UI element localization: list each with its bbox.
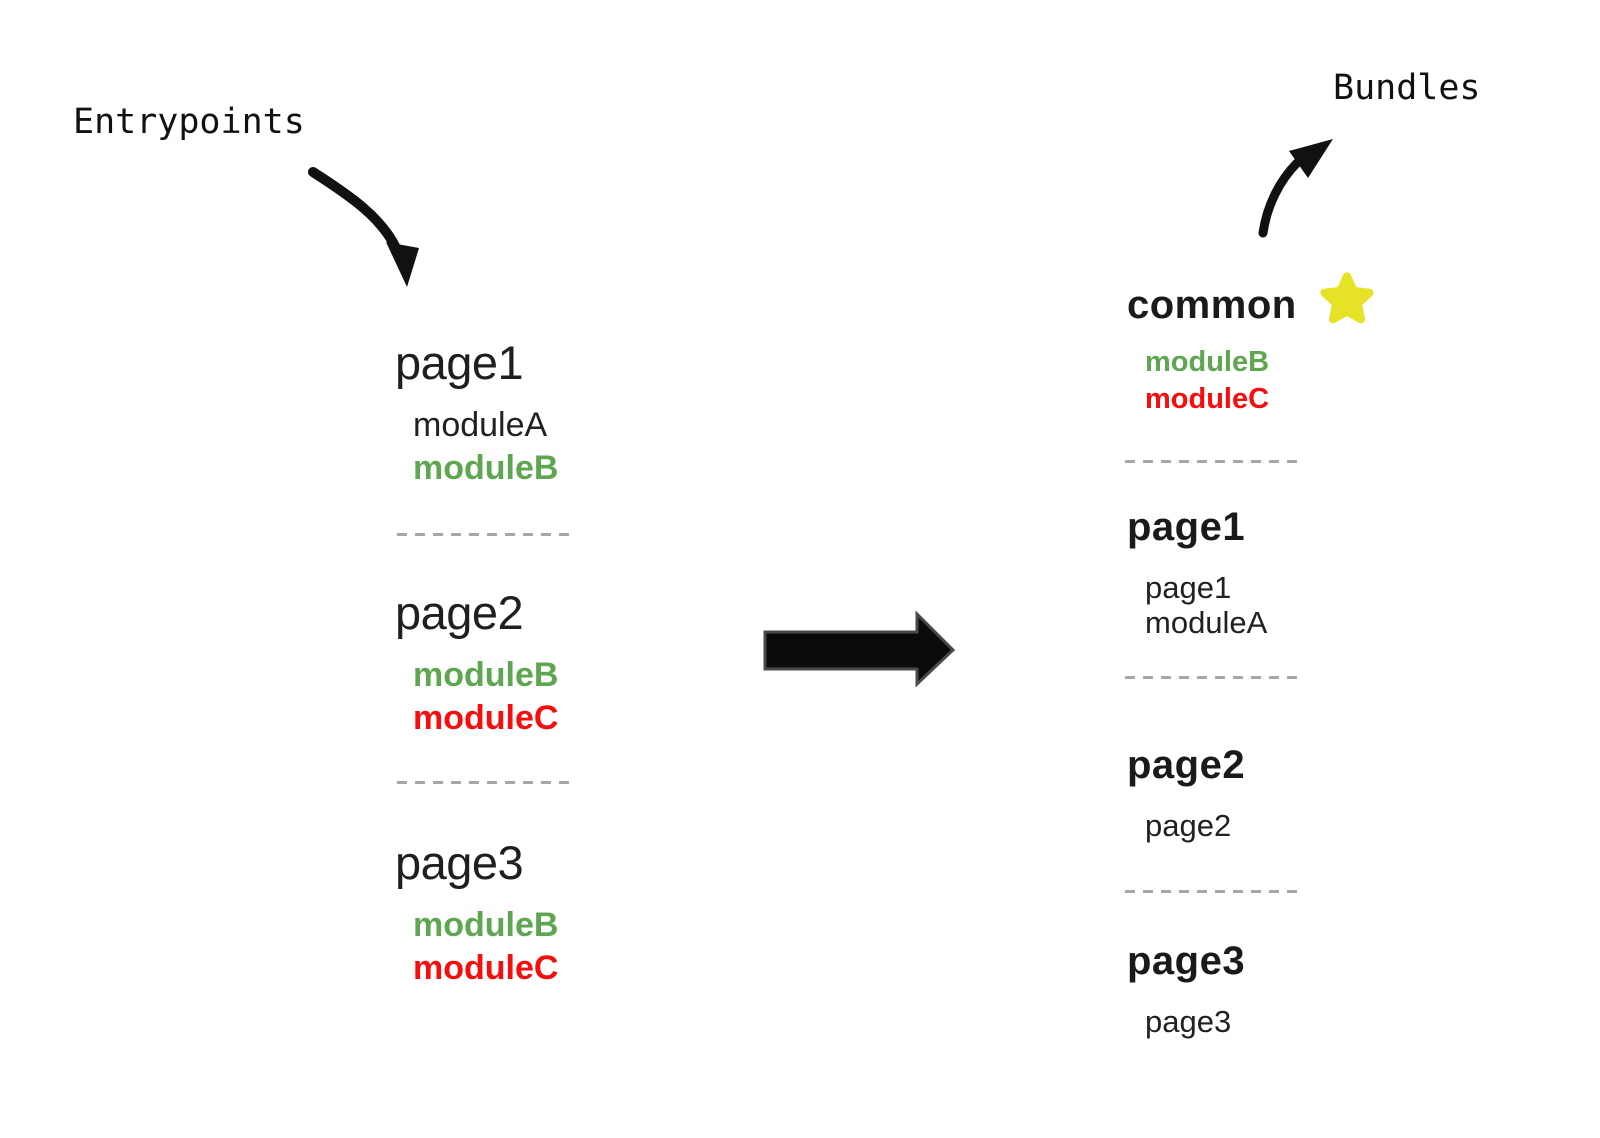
bundle-group-common: common moduleB moduleC xyxy=(1127,285,1427,418)
module-item: moduleB xyxy=(413,906,559,944)
module-item: moduleB xyxy=(413,449,559,488)
bundles-arrow xyxy=(1258,139,1333,238)
module-item: moduleA xyxy=(413,406,548,444)
module-item: moduleB xyxy=(413,656,559,694)
bundle-file-item: moduleA xyxy=(1145,604,1268,640)
bundle-group-page3: page3 page3 xyxy=(1127,941,1427,1040)
entrypoint-group-page1: page1 moduleA moduleB xyxy=(395,339,695,490)
entrypoint-title: page3 xyxy=(395,836,524,889)
bundle-file-item: page2 xyxy=(1145,808,1232,843)
separator-dashed xyxy=(1125,890,1303,893)
module-item: moduleB xyxy=(1145,346,1270,378)
separator-dashed xyxy=(1125,460,1303,463)
entrypoint-title: page2 xyxy=(395,586,524,639)
bundle-group-page1: page1 page1 moduleA xyxy=(1127,507,1427,640)
module-item: moduleC xyxy=(1145,383,1270,416)
bundle-title: page1 xyxy=(1127,505,1246,549)
entrypoint-group-page3: page3 moduleB moduleC xyxy=(395,839,695,990)
entrypoints-arrowhead xyxy=(386,242,419,287)
bundle-group-page2: page2 page2 xyxy=(1127,745,1427,844)
star-icon xyxy=(1320,272,1374,326)
transform-arrow xyxy=(763,610,956,688)
entrypoint-group-page2: page2 moduleB moduleC xyxy=(395,589,695,740)
bundle-title: page3 xyxy=(1127,939,1246,983)
bundle-file-item: page1 xyxy=(1145,570,1232,605)
separator-dashed xyxy=(397,781,573,784)
module-item: moduleC xyxy=(413,699,559,738)
entrypoints-arrow xyxy=(308,167,419,287)
bundles-arrowhead xyxy=(1289,139,1333,178)
bundle-title: common xyxy=(1127,283,1297,327)
bundle-file-item: page3 xyxy=(1145,1004,1232,1039)
entrypoints-label: Entrypoints xyxy=(73,102,305,142)
module-item: moduleC xyxy=(413,949,559,988)
bundles-label: Bundles xyxy=(1333,68,1481,108)
entrypoint-title: page1 xyxy=(395,336,524,389)
separator-dashed xyxy=(397,533,573,536)
separator-dashed xyxy=(1125,676,1303,679)
bundle-title: page2 xyxy=(1127,743,1246,787)
